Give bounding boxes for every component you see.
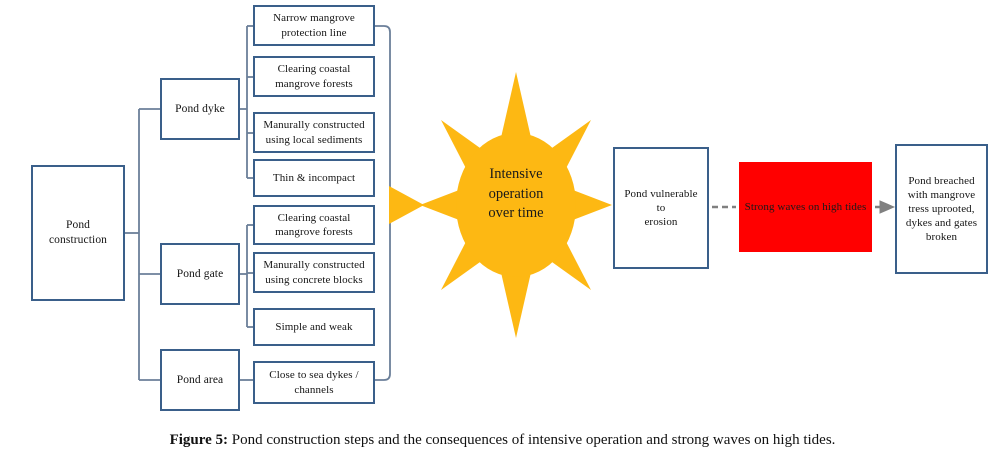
figure-caption-text: Pond construction steps and the conseque… [228,432,836,448]
node-pond-area[interactable]: Pond area [160,349,240,411]
leaf-node[interactable]: Manurally constructed using local sedime… [253,112,375,153]
connector-leaf-7-out [375,373,391,381]
node-strong-waves-on-high-tides[interactable]: Strong waves on high tides [739,162,872,252]
sun-label: Intensive operation over time [488,166,544,222]
figure-caption-label: Figure 5: [169,432,229,448]
node-pond-dyke[interactable]: Pond dyke [160,78,240,140]
leaf-node-label: Close to sea dykes / channels [269,369,359,396]
leaf-node[interactable]: Clearing coastal mangrove forests [253,56,375,97]
leaf-node[interactable]: Clearing coastal mangrove forests [253,205,375,245]
node-pond-dyke-label: Pond dyke [175,102,225,115]
leaf-node[interactable]: Close to sea dykes / channels [253,361,375,404]
figure-caption: Figure 5: Pond construction steps and th… [0,432,1005,449]
node-pond-construction[interactable]: Pond construction [31,165,125,301]
leaf-node[interactable]: Thin & incompact [253,159,375,197]
node-pond-gate-label: Pond gate [176,267,224,280]
leaf-node-label: Thin & incompact [272,171,356,184]
leaf-node[interactable]: Narrow mangrove protection line [253,5,375,46]
leaf-node[interactable]: Simple and weak [253,308,375,346]
leaf-node[interactable]: Manurally constructed using concrete blo… [253,252,375,293]
leaf-node-label: Clearing coastal mangrove forests [275,63,353,90]
node-pond-vulnerable-to-erosion-label: Pond vulnerable to erosion [624,187,698,229]
node-pond-construction-label: Pond construction [48,219,108,246]
leaf-node-label: Narrow mangrove protection line [273,12,355,39]
leaf-node-label: Simple and weak [275,320,353,333]
leaf-node-label: Clearing coastal mangrove forests [275,211,353,238]
node-pond-breached-label: Pond breached with mangrove tress uproot… [905,174,978,244]
node-strong-waves-on-high-tides-label: Strong waves on high tides [744,200,867,213]
sun-icon [420,72,612,338]
node-pond-gate[interactable]: Pond gate [160,243,240,305]
node-pond-breached[interactable]: Pond breached with mangrove tress uproot… [895,144,988,274]
leaf-node-label: Manurally constructed using concrete blo… [263,259,365,286]
leaf-node-label: Manurally constructed using local sedime… [263,119,365,146]
connector-leaf-0-out [375,25,391,33]
sun-shape-group[interactable]: Intensive operation over time [416,70,616,340]
node-pond-area-label: Pond area [176,373,224,386]
node-pond-vulnerable-to-erosion[interactable]: Pond vulnerable to erosion [613,147,709,269]
